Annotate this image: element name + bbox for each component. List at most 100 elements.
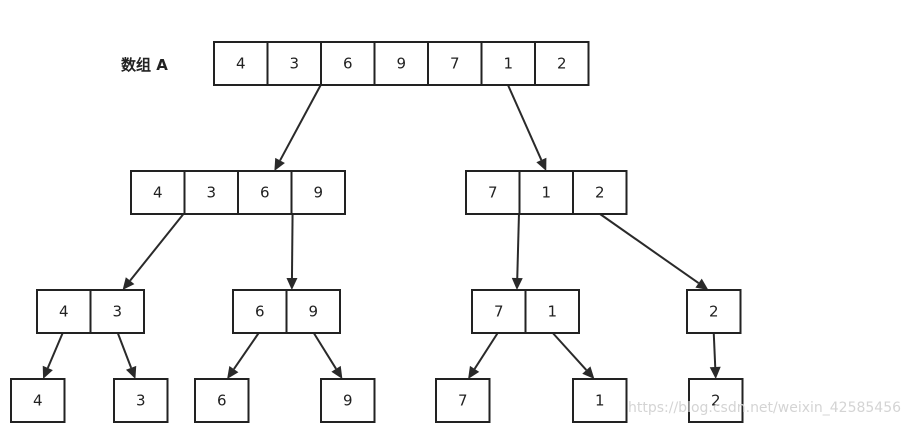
arrow-line [290,213,294,279]
arrow-line [599,213,700,284]
array-cell-value: 6 [255,303,265,321]
array-cell [10,378,66,423]
arrow-head-icon [511,277,523,290]
array-node-l3-d: 9 [320,378,376,423]
array-cell-value: 7 [494,303,504,321]
array-cell [524,289,580,334]
edges-layer [42,84,721,379]
array-cell-value: 3 [206,184,216,202]
arrow-head-icon [122,277,135,290]
array-node-l3-f: 1 [572,378,628,423]
array-cell [290,170,346,215]
array-cell-value: 9 [308,303,318,321]
split-arrow [122,213,185,290]
array-node-l3-c: 6 [194,378,250,423]
array-cell-value: 6 [260,184,270,202]
split-arrow [511,213,523,290]
array-cell [465,170,521,215]
split-arrow [274,84,322,171]
array-cell [572,378,628,423]
array-cell-value: 7 [458,392,468,410]
arrow-line [516,213,520,279]
split-arrow [552,332,595,379]
array-cell [285,289,341,334]
arrow-head-icon [331,365,343,379]
array-cell-value: 1 [547,303,557,321]
arrow-head-icon [274,157,285,171]
split-arrow [312,332,343,379]
split-arrow [42,332,64,379]
array-cell-value: 6 [217,392,227,410]
array-cell [320,378,376,423]
arrow-line [129,213,185,282]
array-cell-value: 9 [343,392,353,410]
array-cell [266,41,322,86]
array-cell [130,170,186,215]
array-cell [194,378,250,423]
array-cell-value: 1 [503,55,513,73]
arrow-head-icon [709,366,721,379]
array-cell [183,170,239,215]
array-cell [686,289,742,334]
array-cell [471,289,527,334]
array-cell-value: 3 [112,303,122,321]
split-arrow [468,332,499,379]
array-node-l3-e: 7 [435,378,491,423]
arrow-head-icon [695,278,709,290]
array-cell [518,170,574,215]
array-cell [36,289,92,334]
array-cell [89,289,145,334]
array-cell [534,41,590,86]
watermark: https://blog.csdn.net/weixin_42585456 [628,400,901,416]
arrow-head-icon [582,366,595,379]
array-cell-value: 1 [595,392,605,410]
arrow-line [552,332,588,371]
array-cell-value: 6 [343,55,353,73]
arrow-line [46,332,64,369]
array-cell [373,41,429,86]
array-cell [480,41,536,86]
arrow-line [473,332,499,370]
split-arrow [116,332,137,379]
array-label: 数组 A [121,56,168,74]
array-node-l1-left: 4 3 6 9 [130,170,346,215]
array-cell-value: 9 [396,55,406,73]
split-arrow [599,213,709,290]
array-cell-value: 3 [289,55,299,73]
array-cell-value: 7 [488,184,498,202]
arrow-head-icon [286,277,298,290]
array-cell-value: 2 [711,392,721,410]
arrow-line [116,332,133,369]
array-cell-value: 4 [59,303,69,321]
array-cell [435,378,491,423]
array-cell-value: 2 [709,303,719,321]
array-cell-value: 7 [450,55,460,73]
array-cell-value: 4 [153,184,163,202]
array-cell-value: 9 [313,184,323,202]
arrow-line [312,332,337,370]
split-arrow [227,332,260,379]
array-cell-value: 2 [557,55,567,73]
arrow-line [233,332,260,370]
array-cell [213,41,269,86]
arrow-head-icon [42,365,53,379]
array-cell [572,170,628,215]
array-node-l2-d: 2 [686,289,742,334]
split-arrow [709,332,721,379]
array-cell [688,378,744,423]
array-node-l3-b: 3 [113,378,169,423]
arrow-line [507,84,543,161]
array-cell [113,378,169,423]
arrow-line [712,332,717,368]
split-arrow [286,213,298,290]
arrow-head-icon [468,365,480,379]
array-cell-value: 4 [236,55,246,73]
array-cell-value: 4 [33,392,43,410]
array-cell-value: 2 [595,184,605,202]
